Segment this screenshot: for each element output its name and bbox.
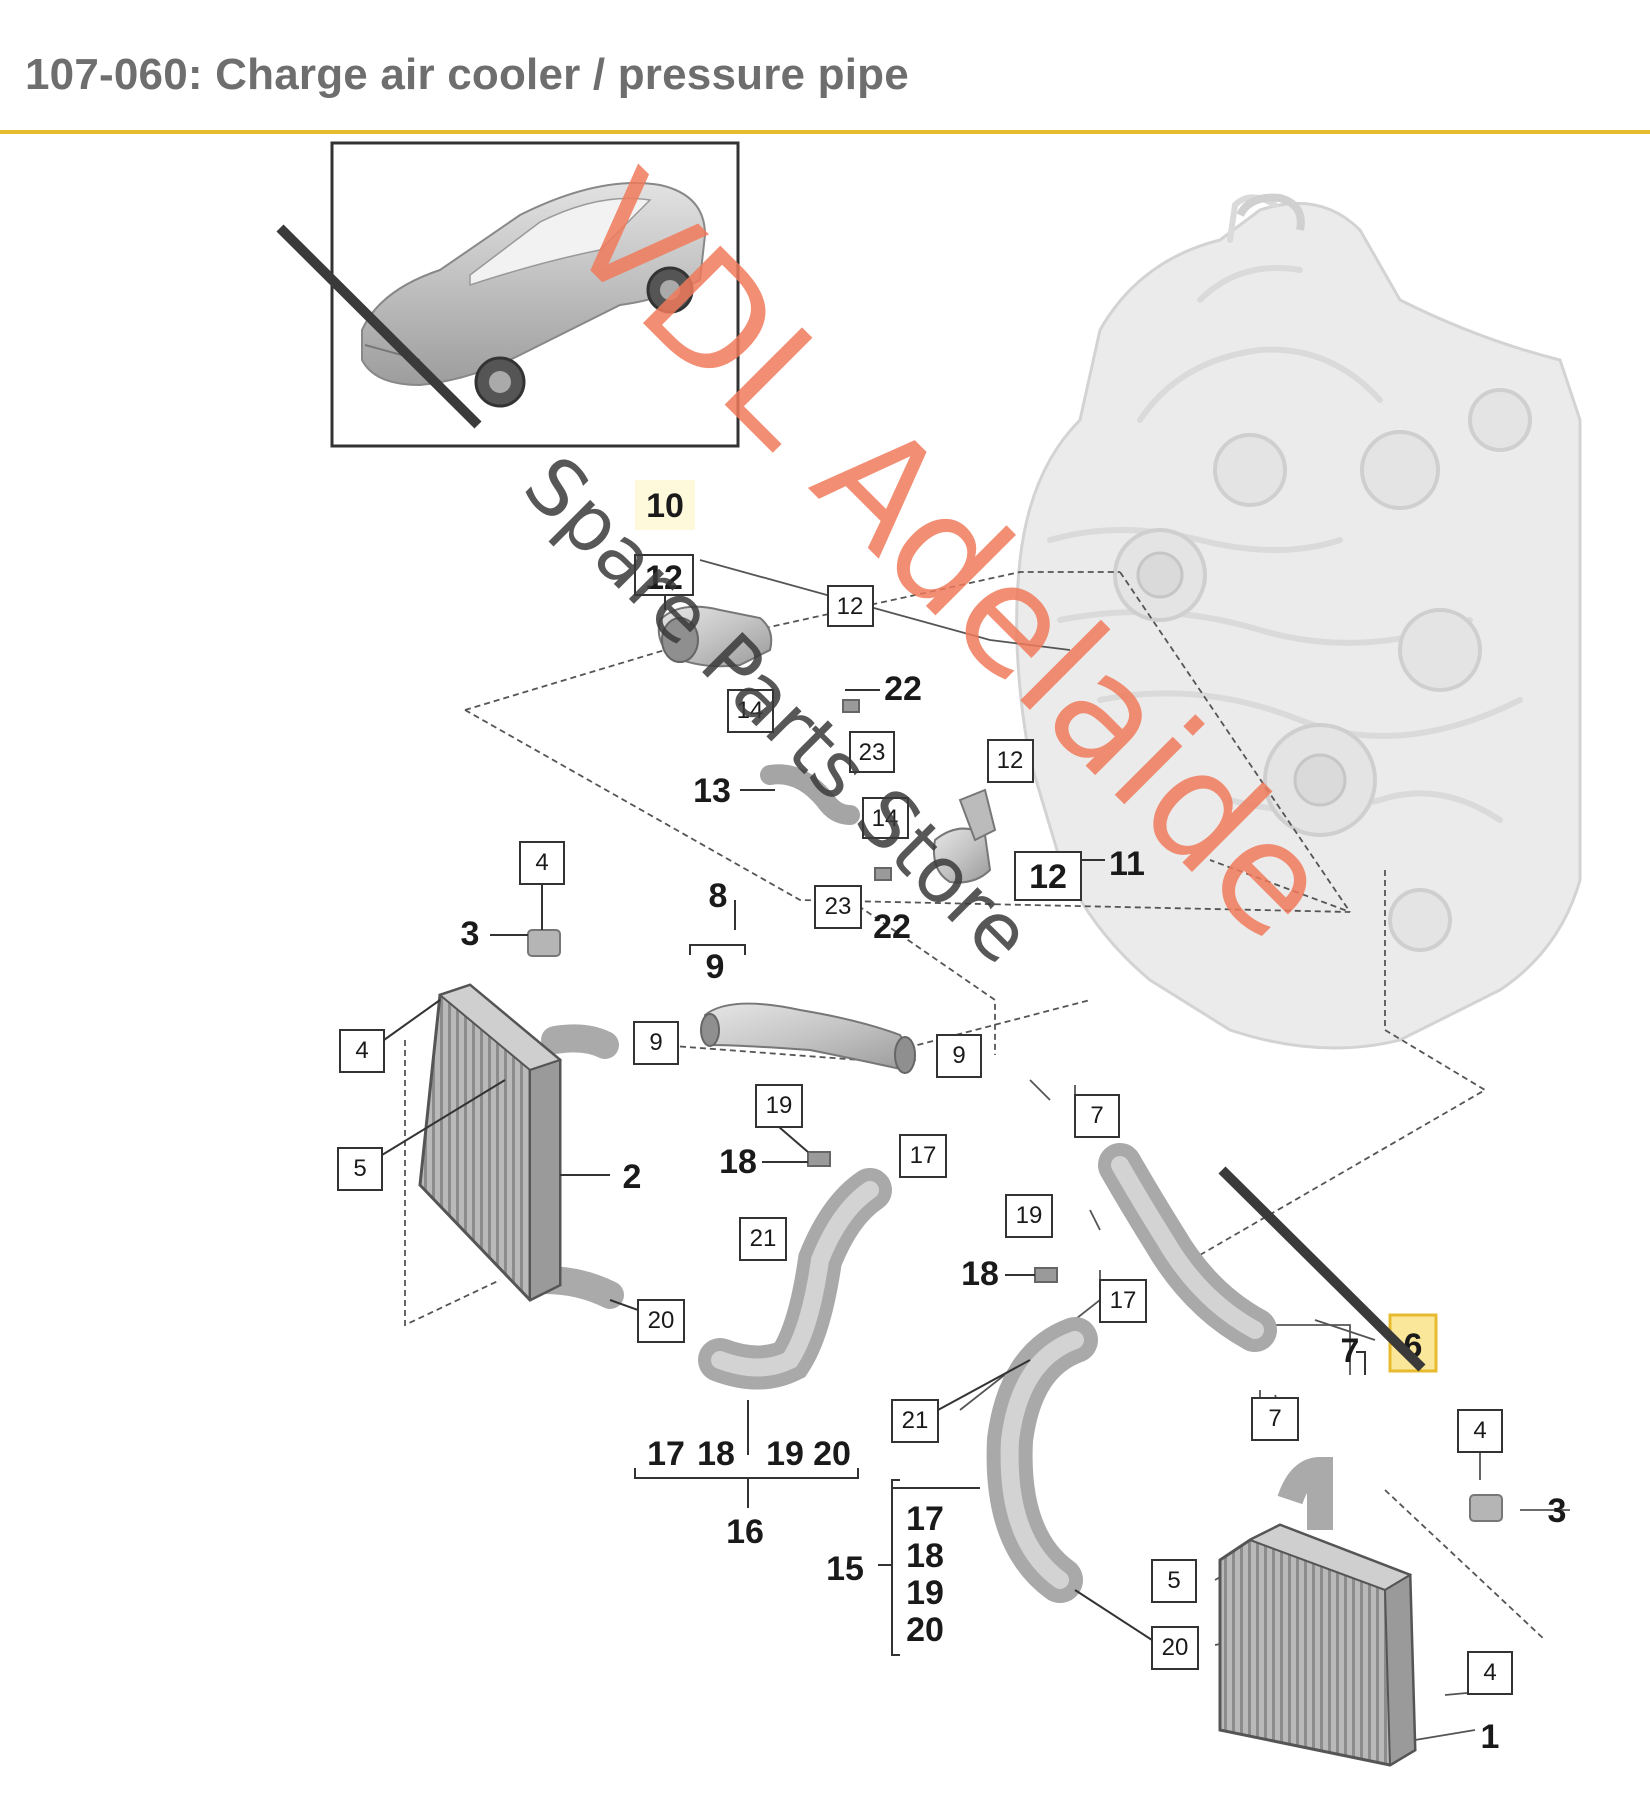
callout-7-lower[interactable]: 7 xyxy=(1268,1405,1281,1432)
callout-3-left[interactable]: 3 xyxy=(461,915,480,953)
callout-7-right[interactable]: 7 xyxy=(1341,1332,1360,1370)
watermark-slash-left xyxy=(276,224,482,429)
callout-14-upper[interactable]: 14 xyxy=(737,697,764,724)
callout-14-lower[interactable]: 14 xyxy=(872,805,899,832)
callout-4-left[interactable]: 4 xyxy=(355,1037,368,1064)
callout-highlight xyxy=(635,480,695,530)
callout-2[interactable]: 2 xyxy=(623,1158,642,1196)
sensor-clip-upper xyxy=(842,699,860,713)
callout-17-group15[interactable]: 17 xyxy=(906,1500,944,1538)
left-pressure-sensor xyxy=(807,1151,831,1167)
callout-3-right[interactable]: 3 xyxy=(1548,1492,1567,1530)
hose-components xyxy=(527,605,1503,1603)
right-charge-air-cooler xyxy=(1218,1456,1417,1767)
callout-9-right[interactable]: 9 xyxy=(952,1042,965,1069)
callout-10[interactable]: 10 xyxy=(646,487,684,525)
callout-12-top-right[interactable]: 12 xyxy=(837,593,864,620)
callout-19-group15[interactable]: 19 xyxy=(906,1574,944,1612)
callout-18-upper[interactable]: 18 xyxy=(719,1143,757,1181)
car-illustration xyxy=(361,182,707,408)
callout-20-group15[interactable]: 20 xyxy=(906,1611,944,1649)
sensor-clip xyxy=(874,867,892,881)
callout-17-lower[interactable]: 17 xyxy=(1110,1287,1137,1314)
callout-12-right[interactable]: 12 xyxy=(997,747,1024,774)
callout-19-upper[interactable]: 19 xyxy=(766,1092,793,1119)
callout-12-upper[interactable]: 12 xyxy=(645,559,683,597)
callout-21-lower[interactable]: 21 xyxy=(902,1407,929,1434)
callout-5-right[interactable]: 5 xyxy=(1167,1567,1180,1594)
engine-illustration xyxy=(1015,193,1582,1050)
callout-4-top-left[interactable]: 4 xyxy=(535,849,548,876)
page-title: 107-060: Charge air cooler / pressure pi… xyxy=(25,50,909,99)
lower-throttle-body xyxy=(933,788,997,884)
callout-21-upper[interactable]: 21 xyxy=(750,1225,777,1252)
upper-left-charge-hose xyxy=(700,1002,917,1074)
callout-19-group16[interactable]: 19 xyxy=(766,1435,804,1473)
right-mount-bracket xyxy=(1469,1494,1503,1522)
left-mount-bracket xyxy=(527,929,561,957)
callout-8[interactable]: 8 xyxy=(709,877,728,915)
callout-15[interactable]: 15 xyxy=(826,1550,864,1588)
callout-12-lower[interactable]: 12 xyxy=(1029,858,1067,896)
callout-labels[interactable]: 10 12 12 22 14 23 13 12 14 12 11 23 2 xyxy=(337,480,1567,1756)
callout-22-lower[interactable]: 22 xyxy=(873,908,911,946)
group-brackets xyxy=(634,560,1366,1656)
callout-23-lower[interactable]: 23 xyxy=(825,893,852,920)
callout-18-group15[interactable]: 18 xyxy=(906,1537,944,1575)
callout-9-left[interactable]: 9 xyxy=(649,1029,662,1056)
callout-19-lower[interactable]: 19 xyxy=(1016,1202,1043,1229)
callout-22-upper[interactable]: 22 xyxy=(884,670,922,708)
callout-1[interactable]: 1 xyxy=(1481,1718,1500,1756)
callout-20-group16[interactable]: 20 xyxy=(813,1435,851,1473)
callout-4-right-bottom[interactable]: 4 xyxy=(1483,1659,1496,1686)
vehicle-thumbnail xyxy=(330,141,740,448)
callout-4-right-top[interactable]: 4 xyxy=(1473,1417,1486,1444)
left-cooler-inlet-stub xyxy=(541,1024,619,1059)
callout-20-left[interactable]: 20 xyxy=(648,1307,675,1334)
callout-17-group16[interactable]: 17 xyxy=(647,1435,685,1473)
callout-23-upper[interactable]: 23 xyxy=(859,739,886,766)
callout-17-upper[interactable]: 17 xyxy=(910,1142,937,1169)
callout-16[interactable]: 16 xyxy=(726,1513,764,1551)
upper-throttle-body xyxy=(657,605,773,668)
upper-short-hose xyxy=(760,764,860,825)
callout-13[interactable]: 13 xyxy=(693,772,731,810)
callout-5-left[interactable]: 5 xyxy=(353,1155,366,1182)
page-header: 107-060: Charge air cooler / pressure pi… xyxy=(0,0,1650,134)
callout-9-top[interactable]: 9 xyxy=(706,948,725,986)
left-charge-air-cooler xyxy=(418,983,563,1302)
callout-7-top[interactable]: 7 xyxy=(1090,1102,1103,1129)
callout-18-group16[interactable]: 18 xyxy=(697,1435,735,1473)
callout-20-right[interactable]: 20 xyxy=(1162,1634,1189,1661)
right-pressure-sensor xyxy=(1034,1267,1058,1283)
callout-11[interactable]: 11 xyxy=(1109,845,1145,883)
callout-18-lower[interactable]: 18 xyxy=(961,1255,999,1293)
watermark-slash-right xyxy=(1218,1166,1426,1372)
